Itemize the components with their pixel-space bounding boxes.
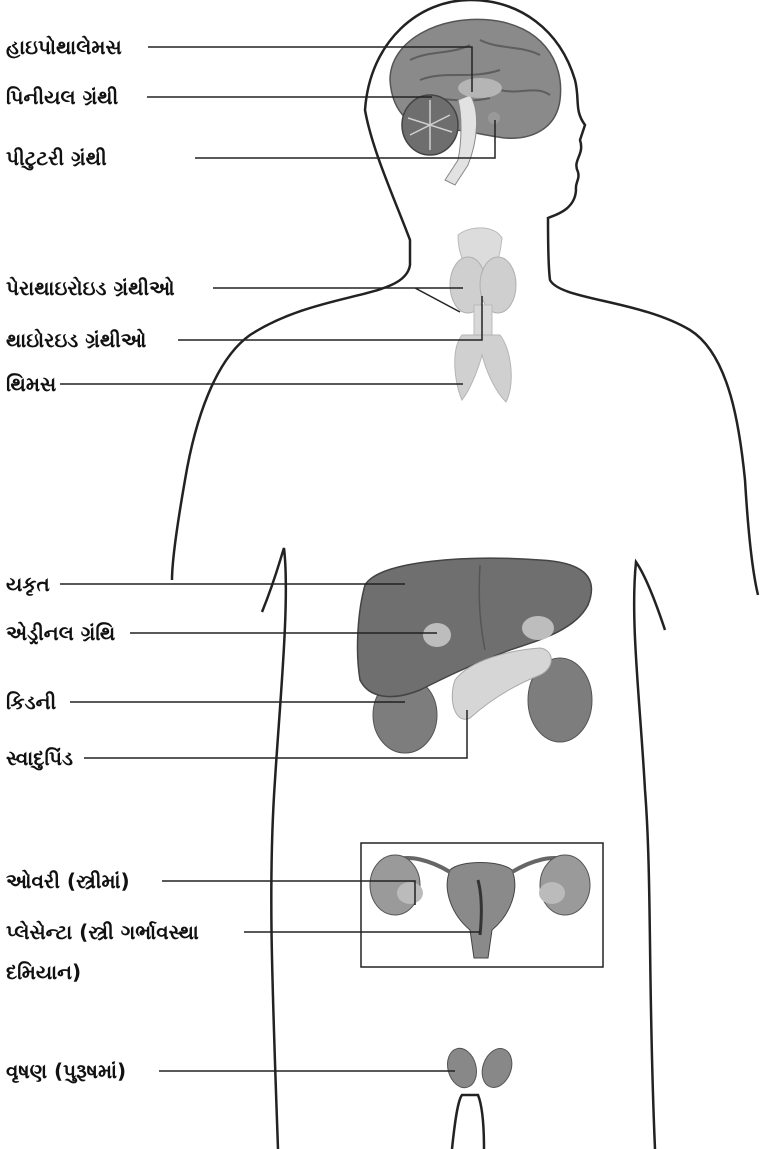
label-pituitary-gland: પીટુટરી ગ્રંથી <box>6 146 107 170</box>
neck-glands-illustration <box>450 228 516 402</box>
label-parathyroid-glands: પેરાથાઇરોઇડ ગ્રંથીઓ <box>6 276 175 300</box>
label-liver: યકૃત <box>6 572 50 596</box>
testes-illustration <box>443 1044 517 1091</box>
label-ovary: ઓવરી (સ્ત્રીમાં) <box>6 869 130 893</box>
label-kidney: કિડની <box>6 690 56 714</box>
leader-lines <box>60 47 495 1071</box>
label-thymus: થિમસ <box>6 372 56 396</box>
uterus-illustration <box>370 855 590 958</box>
label-adrenal-gland: એડ્રીનલ ગ્રંથિ <box>6 621 115 645</box>
legs-gap <box>452 1095 484 1149</box>
label-testis: વૃષણ (પુરૂષમાં) <box>6 1059 126 1083</box>
torso-right <box>634 562 665 1149</box>
label-pineal-gland: પિનીયલ ગ્રંથી <box>6 85 118 109</box>
label-placenta-line1: પ્લેસેન્ટા (સ્ત્રી ગર્ભાવસ્થા <box>6 920 199 944</box>
label-hypothalamus: હાઇપોથાલેમસ <box>6 35 122 59</box>
torso-left <box>262 548 286 1149</box>
abdomen-organs-illustration <box>358 558 592 753</box>
label-placenta-line2: દમિયાન) <box>6 960 81 984</box>
label-thyroid-glands: થાઇોરઇડ ગ્રંથીઓ <box>6 328 146 352</box>
label-pancreas: સ્વાદુપિંડ <box>6 746 73 770</box>
brain-illustration <box>390 19 561 185</box>
